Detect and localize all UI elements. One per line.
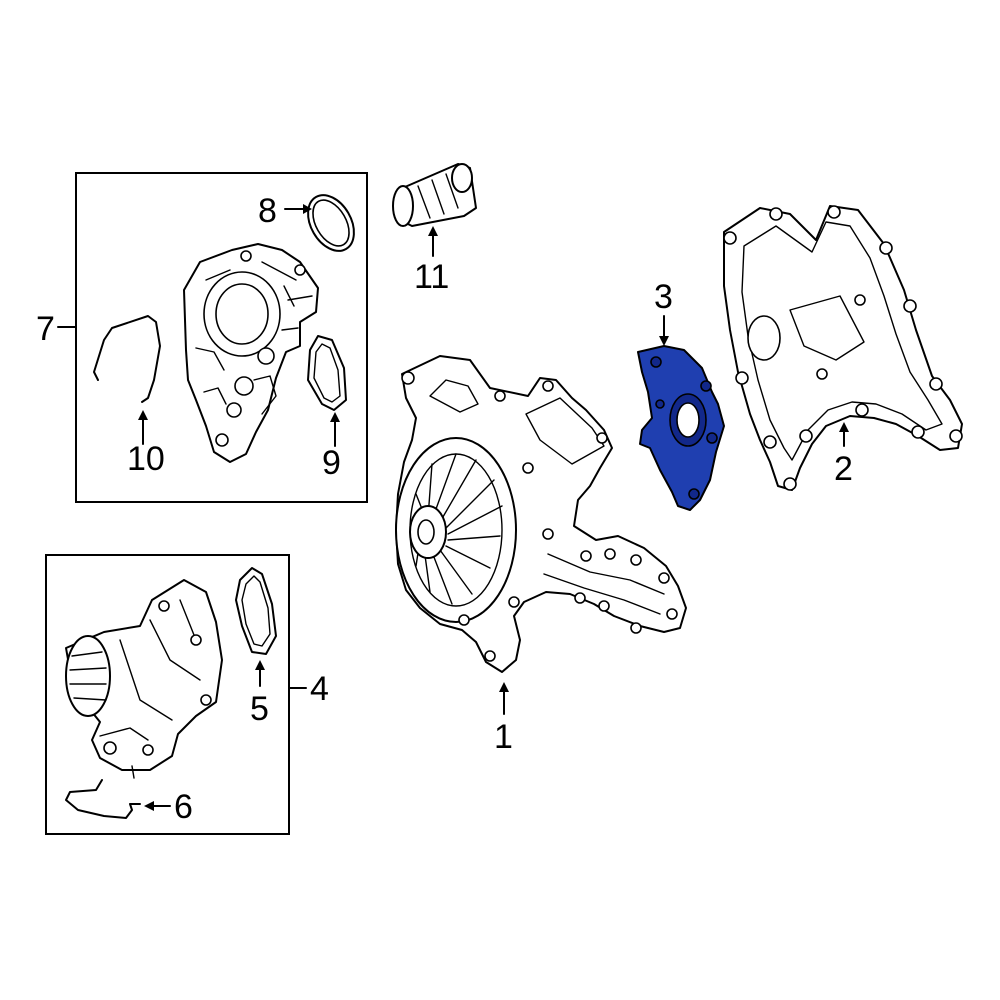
part-3-gasket-highlighted[interactable] [637, 345, 725, 511]
callout-8-arrow [284, 204, 312, 214]
callout-5-arrow [255, 660, 265, 687]
callout-7[interactable]: 7 [36, 310, 55, 348]
part-2-gasket[interactable] [723, 205, 963, 491]
callout-9-arrow [330, 412, 340, 447]
group-box-4 [45, 554, 290, 835]
callout-11[interactable]: 11 [414, 258, 449, 296]
callout-6[interactable]: 6 [174, 788, 193, 826]
part-8-o-ring[interactable] [299, 187, 364, 259]
callout-2[interactable]: 2 [834, 450, 853, 488]
callout-3[interactable]: 3 [654, 278, 673, 316]
group-box-7 [75, 172, 368, 503]
callout-8[interactable]: 8 [258, 192, 277, 230]
callout-4[interactable]: 4 [310, 670, 329, 708]
part-4-thermostat-assembly[interactable] [65, 579, 223, 779]
callout-2-arrow [839, 422, 849, 447]
callout-1[interactable]: 1 [494, 718, 513, 756]
callout-9[interactable]: 9 [322, 444, 341, 482]
callout-11-arrow [428, 226, 438, 257]
part-1-water-pump[interactable] [395, 355, 687, 673]
callout-6-arrow [144, 801, 171, 811]
part-11-connector[interactable] [392, 163, 477, 227]
callout-5[interactable]: 5 [250, 690, 269, 728]
callout-1-arrow [499, 682, 509, 715]
part-10-wire-clip[interactable] [93, 315, 161, 403]
callout-3-arrow [659, 315, 669, 346]
callout-10[interactable]: 10 [127, 440, 165, 478]
part-7-thermostat-housing[interactable] [183, 243, 319, 463]
part-5-gasket[interactable] [235, 567, 277, 655]
part-9-gasket[interactable] [307, 335, 347, 411]
callout-10-arrow [138, 410, 148, 445]
part-6-wire-clip[interactable] [65, 779, 141, 819]
